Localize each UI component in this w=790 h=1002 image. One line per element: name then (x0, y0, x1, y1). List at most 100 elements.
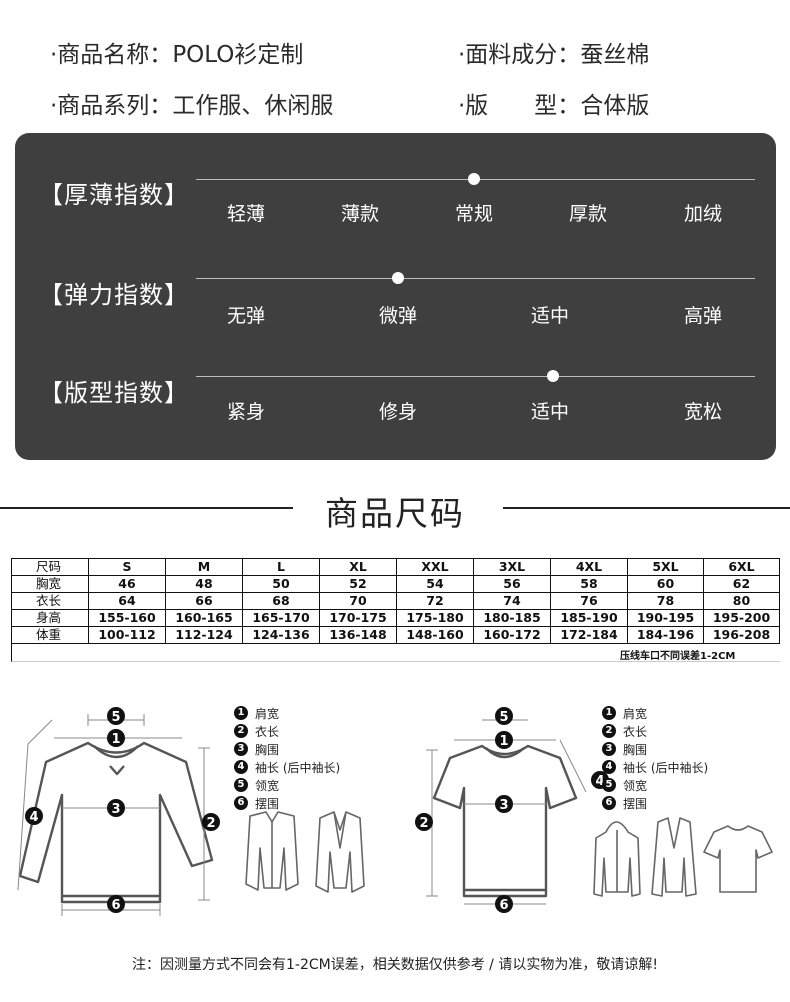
legend-item: 肩宽 (623, 706, 648, 721)
marker-6-circle (107, 895, 125, 913)
marker-4-circle (25, 807, 43, 825)
elasticity-option: 适中 (530, 305, 570, 327)
elasticity-option: 高弹 (683, 305, 723, 327)
marker-4: 4 (29, 810, 38, 825)
tshirt-marker-5-circle (495, 707, 513, 725)
cardigan-icon (651, 817, 697, 897)
legend-num: 2 (602, 724, 616, 738)
legend-num: 5 (234, 778, 248, 792)
table-header-row: 尺码 S M L XL XXL 3XL 4XL 5XL 6XL (11, 558, 780, 576)
elasticity-scale-line (196, 278, 755, 279)
series-label: ·商品系列： (50, 93, 173, 119)
marker-2: 2 (206, 816, 215, 831)
table-cell: 112-124 (165, 626, 243, 644)
table-row: 衣长 64 66 68 70 72 74 76 78 80 (11, 592, 780, 610)
table-cell: 48 (165, 575, 243, 593)
table-cell: 衣长 (11, 592, 89, 610)
table-header-cell: 4XL (550, 558, 628, 576)
tee-icon (703, 825, 773, 893)
longsleeve-outline (18, 741, 214, 904)
table-cell: 64 (88, 592, 166, 610)
table-cell: 100-112 (88, 626, 166, 644)
elasticity-option: 无弹 (226, 305, 266, 327)
legend-num: 1 (602, 706, 616, 720)
series-value: 工作服、休闲服 (172, 93, 334, 119)
table-cell: 身高 (11, 609, 89, 627)
legend-item: 肩宽 (255, 706, 280, 721)
table-cell: 184-196 (627, 626, 704, 644)
legend-num: 1 (234, 706, 248, 720)
marker-1: 1 (111, 732, 120, 747)
legend-item: 袖长 (后中袖长) (255, 760, 341, 775)
tshirt-measure-diagram: 5 1 3 2 4 6 (415, 707, 609, 913)
table-frame (11, 558, 780, 662)
blazer-icon (315, 811, 365, 893)
series-row: ·商品系列：工作服、休闲服 (50, 86, 333, 120)
legend-item: 胸围 (255, 742, 280, 757)
marker-2-circle (202, 813, 220, 831)
table-row: 体重 100-112 112-124 124-136 136-148 148-1… (11, 626, 780, 644)
fit-value: 合体版 (580, 93, 650, 119)
thickness-option: 常规 (454, 203, 494, 225)
table-cell: 196-208 (703, 626, 780, 644)
fabric-row: ·面料成分：蚕丝棉 (458, 35, 649, 69)
jacket-thumbnails (245, 811, 365, 893)
legend-num: 2 (234, 724, 248, 738)
measurement-note: 注：因测量方式不同会有1-2CM误差，相关数据仅供参考 / 请以实物为准，敬请谅… (132, 957, 658, 973)
marker-6: 6 (111, 898, 120, 913)
table-header-cell: XXL (396, 558, 474, 576)
tshirt-marker-4: 4 (595, 774, 604, 789)
table-cell: 62 (703, 575, 780, 593)
legend-num: 4 (602, 760, 616, 774)
tshirt-marker-6-circle (495, 895, 513, 913)
table-header-cell: 尺码 (11, 558, 89, 576)
tolerance-note: 压线车口不同误差1-2CM (620, 651, 736, 662)
marker-1-circle (107, 729, 125, 747)
thickness-option: 厚款 (568, 203, 608, 225)
table-cell: 185-190 (550, 609, 628, 627)
fabric-label: ·面料成分： (458, 42, 581, 68)
tshirt-marker-1-circle (495, 731, 513, 749)
index-panel: 【厚薄指数】 轻薄 薄款 常规 厚款 加绒 【弹力指数】 无弹 微弹 适中 高弹… (15, 133, 776, 460)
elasticity-index-title: 【弹力指数】 (39, 281, 189, 309)
sleeve-line (17, 743, 29, 891)
longsleeve-collar-v (109, 765, 125, 776)
legend-item: 衣长 (255, 724, 280, 739)
fit-option: 修身 (378, 401, 418, 423)
elasticity-option: 微弹 (378, 305, 418, 327)
legend-num: 6 (602, 796, 616, 810)
product-name-label: ·商品名称： (50, 42, 173, 68)
tshirt-marker-5: 5 (499, 710, 508, 725)
tshirt-marker-2-circle (415, 813, 433, 831)
jacket-icon (245, 811, 299, 891)
longsleeve-collar (93, 745, 139, 759)
tshirt-marker-6: 6 (499, 898, 508, 913)
tshirt-marker-2: 2 (419, 816, 428, 831)
table-cell: 195-200 (703, 609, 780, 627)
tshirt-marker-3: 3 (499, 798, 508, 813)
legend-item: 领宽 (255, 778, 280, 793)
tshirt-sleeve-line (559, 739, 587, 793)
tshirt-marker-3-circle (495, 795, 513, 813)
thickness-option: 薄款 (340, 203, 380, 225)
product-name-row: ·商品名称：POLO衫定制 (50, 35, 303, 69)
fit-option: 适中 (530, 401, 570, 423)
thickness-option: 加绒 (683, 203, 723, 225)
legend-item: 袖长 (后中袖长) (623, 760, 709, 775)
marker-5-circle (107, 707, 125, 725)
marker-3-circle (107, 799, 125, 817)
hoodie-icon (593, 821, 641, 897)
marker-5: 5 (111, 710, 120, 725)
legend-num: 3 (234, 742, 248, 756)
table-cell: 180-185 (473, 609, 551, 627)
elasticity-selected-dot (392, 272, 404, 284)
table-cell: 66 (165, 592, 243, 610)
legend-item: 领宽 (623, 778, 648, 793)
table-cell: 74 (473, 592, 551, 610)
fit-option: 宽松 (683, 401, 723, 423)
legend-item: 摆围 (623, 796, 648, 811)
table-cell: 148-160 (396, 626, 474, 644)
sleeve-line (27, 719, 53, 745)
